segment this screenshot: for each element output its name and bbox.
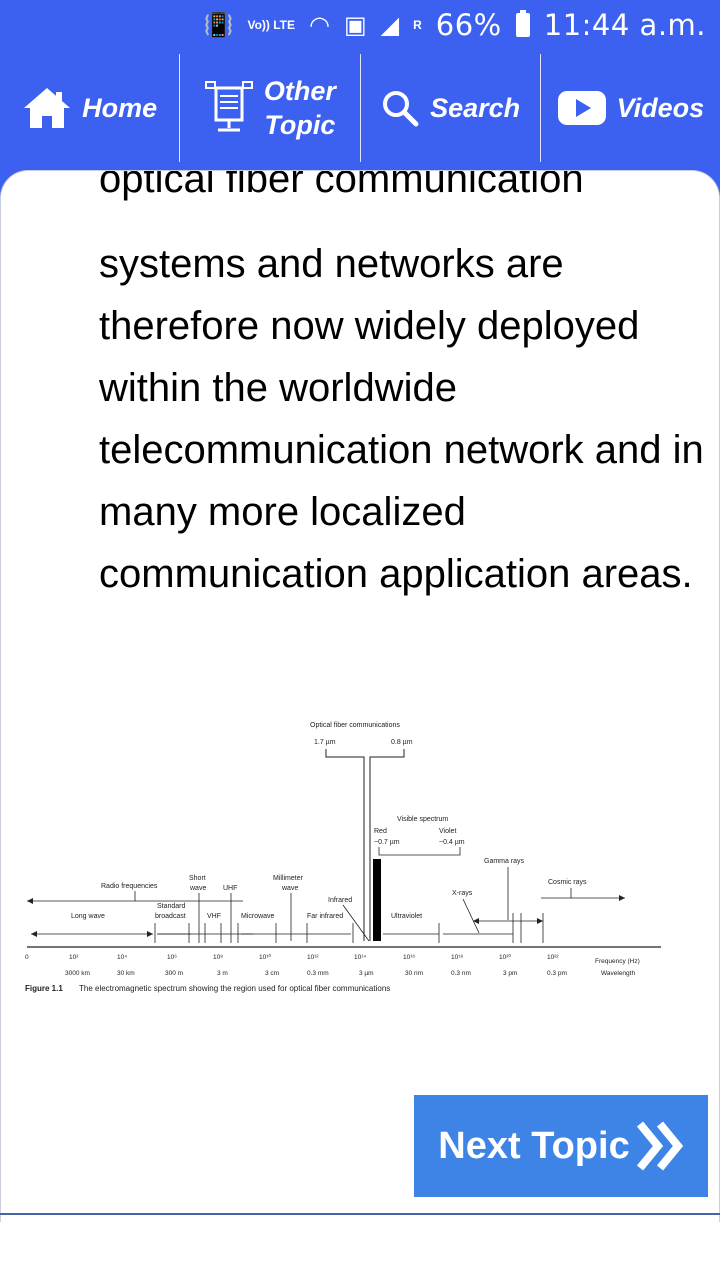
battery-icon: [515, 10, 530, 37]
sim-icon: ▣: [343, 11, 367, 39]
tick-f2: 10⁴: [117, 954, 127, 961]
tick-f11: 10²²: [547, 954, 559, 961]
nav-videos-label: Videos: [616, 92, 705, 123]
tick-f7: 10¹⁴: [354, 954, 366, 961]
label-millimeter-wave: wave: [281, 885, 298, 892]
label-gamma-rays: Gamma rays: [484, 858, 525, 865]
label-visible-spectrum: Visible spectrum: [397, 816, 448, 823]
home-icon: [24, 88, 71, 128]
tick-w2: 30 km: [117, 970, 135, 977]
tick-w1: 3000 km: [65, 970, 90, 977]
topic-paragraph: systems and networks are therefore now w…: [99, 242, 704, 596]
roaming-indicator: R: [413, 18, 422, 32]
label-uhf: UHF: [223, 885, 237, 892]
label-vhf: VHF: [207, 913, 221, 920]
tick-w8: 30 nm: [405, 970, 423, 977]
tick-w10: 3 pm: [503, 970, 517, 977]
label-optical-fiber: Optical fiber communications: [310, 722, 400, 729]
axis-wavelength-label: Wavelength: [601, 970, 635, 977]
play-video-icon: [557, 91, 606, 125]
tick-f8: 10¹⁶: [403, 954, 415, 961]
topic-content-panel[interactable]: optical fiber communication systems and …: [0, 170, 720, 1222]
label-microwave: Microwave: [241, 913, 275, 920]
double-chevron-right-icon: [636, 1121, 683, 1171]
nav-home-button[interactable]: Home: [0, 54, 179, 162]
bottom-divider: [0, 1213, 720, 1215]
tick-f1: 10²: [69, 954, 79, 961]
label-red-wl: ~0.7 µm: [374, 839, 400, 846]
volte-indicator: Vo)) LTE: [247, 18, 295, 32]
tick-f0: 0: [25, 954, 29, 961]
label-red: Red: [374, 828, 387, 835]
figure-caption-number: Figure 1.1: [25, 984, 63, 993]
topic-board-icon: [204, 81, 253, 132]
nav-other-topic-button[interactable]: Other Topic: [179, 54, 359, 162]
label-1-7um: 1.7 µm: [314, 739, 336, 746]
status-bar: 📳 Vo)) LTE ◠ ▣ ◢ R 66% 11:44 a.m.: [0, 0, 720, 50]
label-0-8um: 0.8 µm: [391, 739, 413, 746]
tick-w6: 0.3 mm: [307, 970, 329, 977]
label-far-infrared: Far infrared: [307, 913, 343, 920]
em-spectrum-figure: Optical fiber communications 1.7 µm 0.8 …: [25, 722, 661, 993]
label-violet: Violet: [439, 828, 456, 835]
battery-percent: 66%: [435, 8, 502, 42]
tick-w9: 0.3 nm: [451, 970, 471, 977]
label-x-rays: X-rays: [452, 890, 473, 897]
next-topic-button[interactable]: Next Topic: [414, 1095, 708, 1197]
tick-f4: 10⁸: [213, 954, 223, 961]
wifi-icon: ◠: [309, 11, 330, 39]
figure-caption: The electromagnetic spectrum showing the…: [79, 984, 390, 993]
axis-frequency-label: Frequency (Hz): [595, 958, 640, 965]
tick-w4: 3 m: [217, 970, 228, 977]
partially-scrolled-text-line: optical fiber communication: [99, 170, 584, 201]
nav-home-label: Home: [82, 92, 158, 123]
top-navigation: Home Other Topic Search: [0, 54, 720, 162]
tick-f5: 10¹⁰: [259, 953, 271, 961]
search-icon: [383, 91, 419, 127]
nav-other-label-1: Other: [263, 76, 336, 106]
tick-f10: 10²⁰: [499, 953, 511, 961]
nav-search-button[interactable]: Search: [359, 54, 540, 162]
tick-w7: 3 µm: [359, 970, 374, 977]
tick-w5: 3 cm: [265, 970, 279, 977]
signal-icon: ◢: [380, 11, 400, 39]
nav-search-label: Search: [430, 92, 521, 123]
label-long-wave: Long wave: [71, 913, 105, 920]
label-cosmic-rays: Cosmic rays: [548, 879, 587, 886]
tick-w3: 300 m: [165, 970, 183, 977]
label-infrared: Infrared: [328, 897, 352, 904]
nav-other-label-2: Topic: [264, 110, 336, 140]
clock: 11:44 a.m.: [543, 8, 706, 42]
label-standard: Standard: [157, 903, 186, 910]
label-radio-frequencies: Radio frequencies: [101, 883, 158, 890]
nav-videos-button[interactable]: Videos: [539, 54, 720, 162]
label-short-wave: wave: [189, 885, 206, 892]
label-ultraviolet: Ultraviolet: [391, 913, 422, 920]
vibrate-icon: 📳: [203, 11, 234, 39]
label-millimeter: Millimeter: [273, 875, 304, 882]
tick-f6: 10¹²: [307, 954, 319, 961]
app-header: 📳 Vo)) LTE ◠ ▣ ◢ R 66% 11:44 a.m. Home: [0, 0, 720, 200]
tick-f9: 10¹⁸: [451, 954, 463, 961]
label-violet-wl: ~0.4 µm: [439, 839, 465, 846]
tick-w11: 0.3 pm: [547, 970, 567, 977]
label-broadcast: broadcast: [155, 913, 186, 920]
tick-f3: 10⁶: [167, 954, 177, 961]
next-topic-label: Next Topic: [438, 1124, 630, 1167]
label-short: Short: [189, 875, 206, 882]
